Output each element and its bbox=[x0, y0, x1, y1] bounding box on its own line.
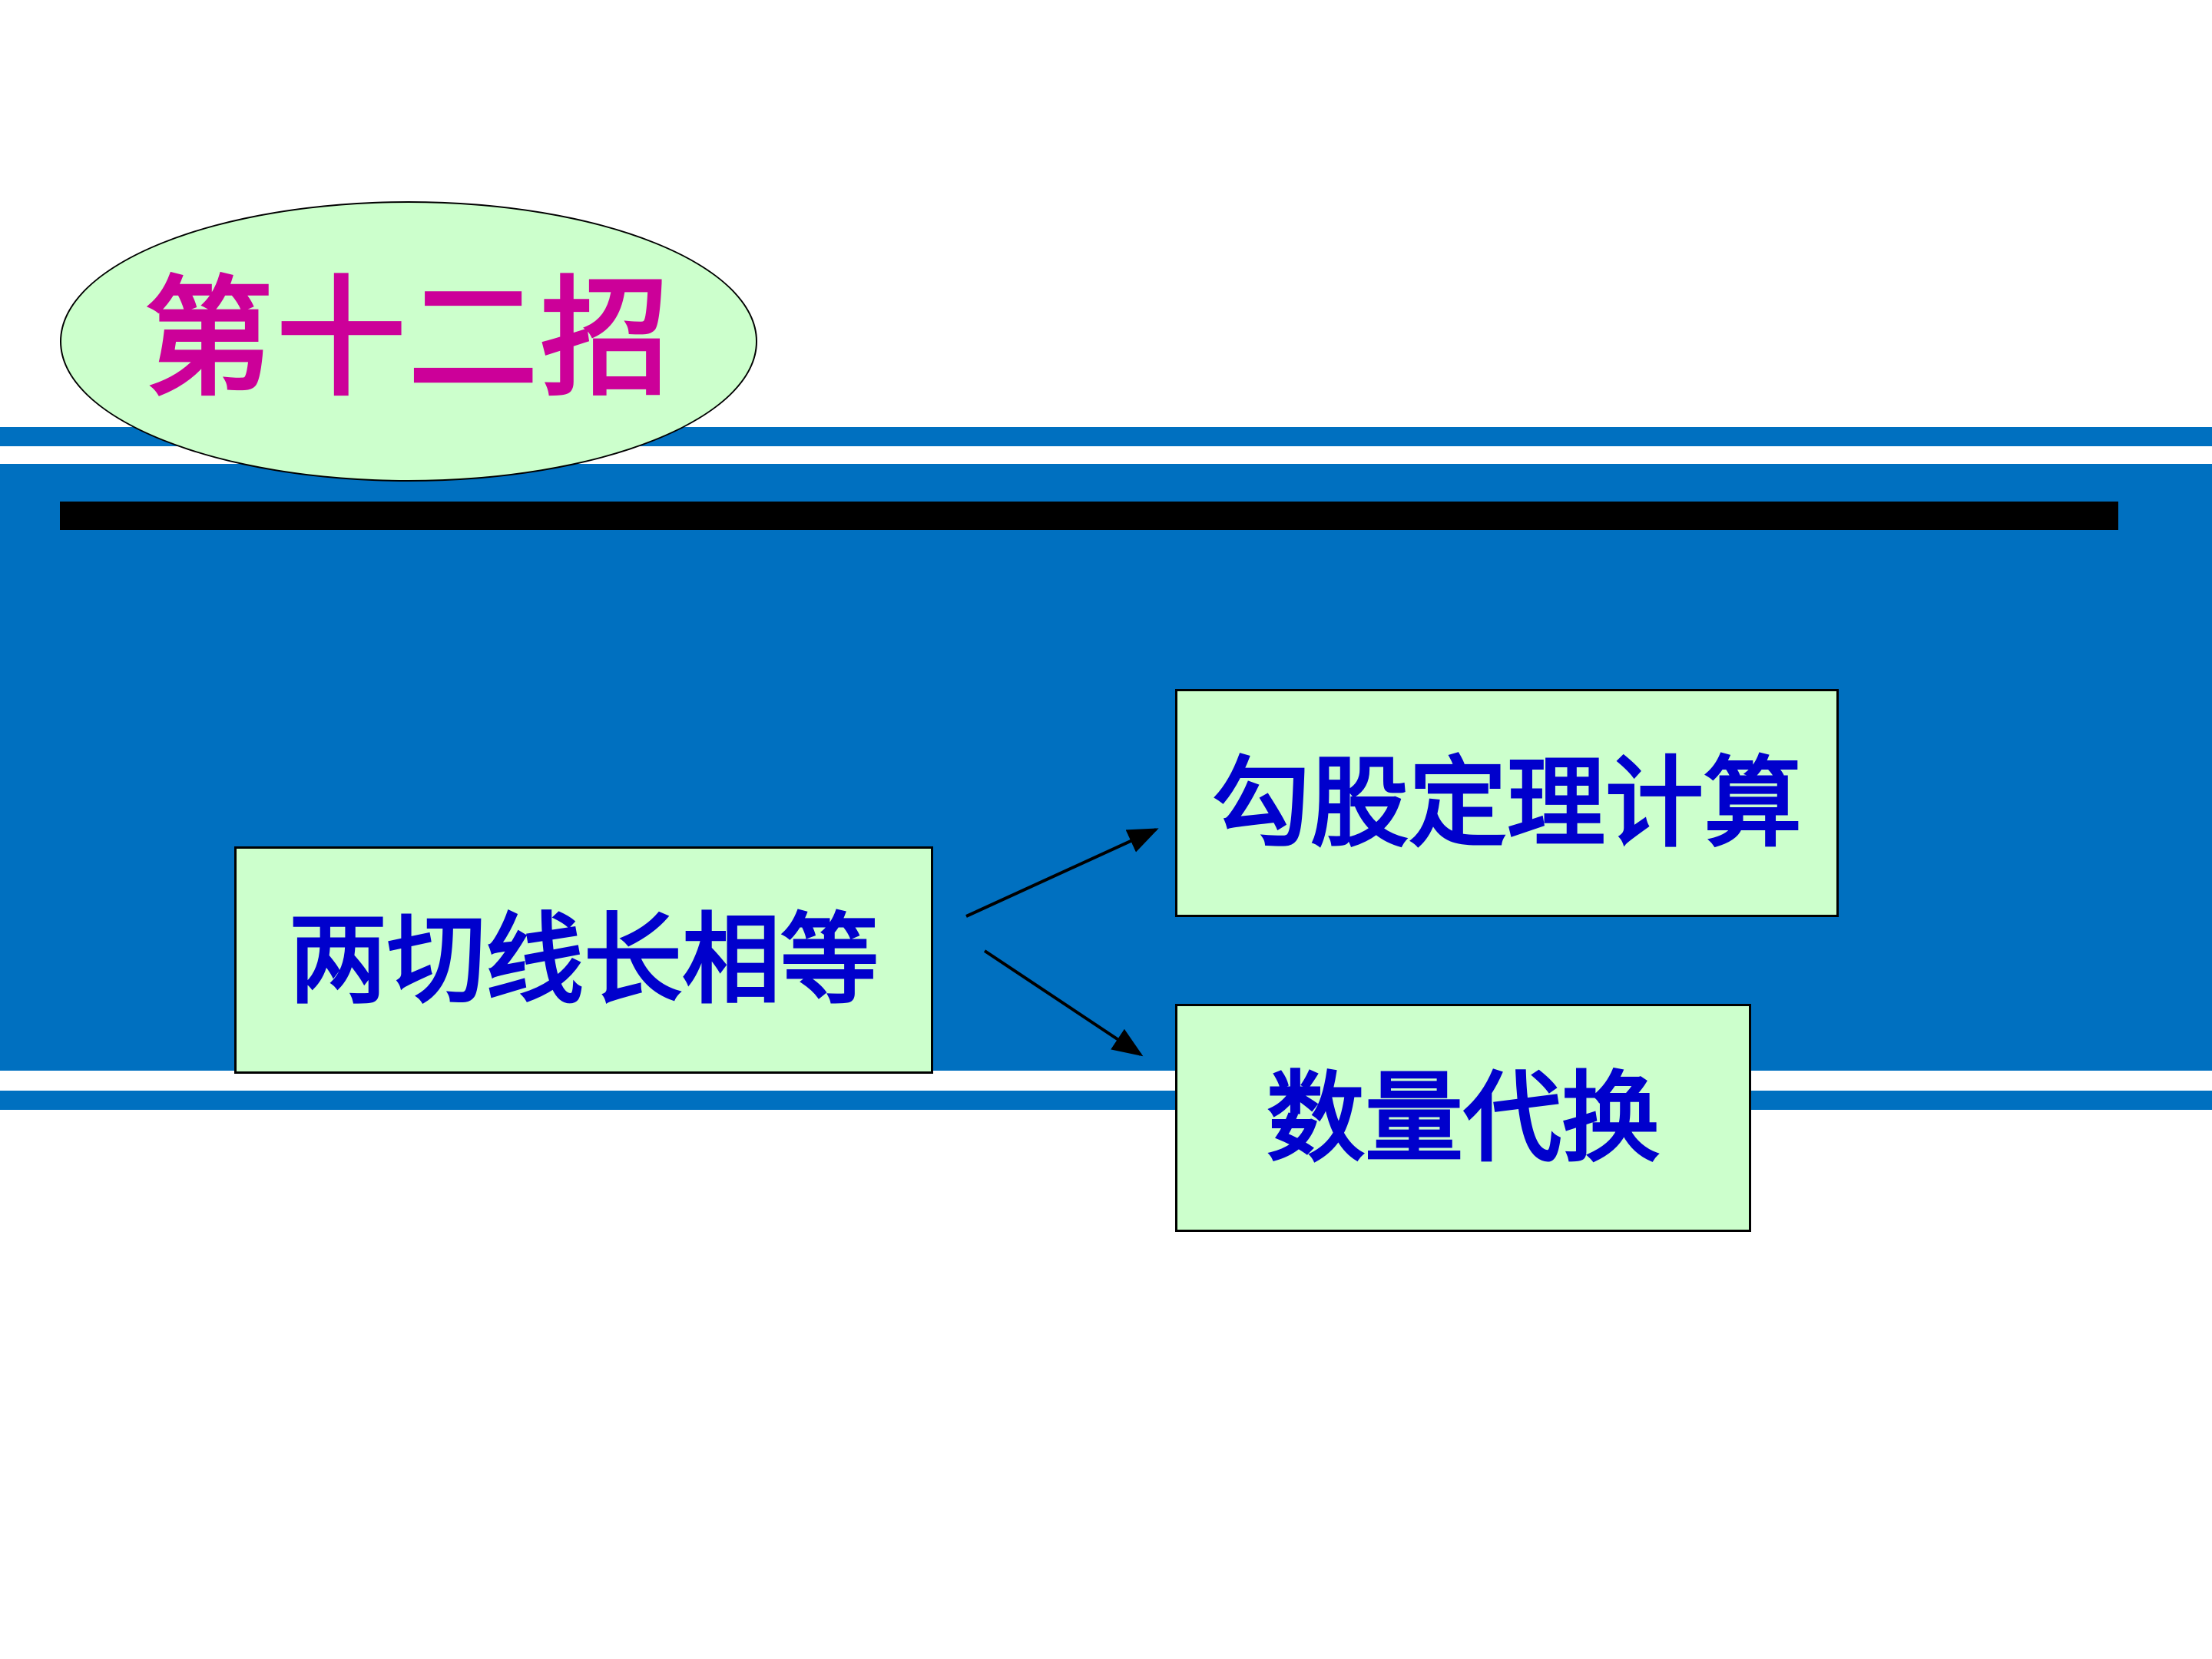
black-divider-bar bbox=[60, 502, 2118, 530]
source-box: 两切线长相等 bbox=[234, 846, 933, 1074]
target-box-pythagorean-label: 勾股定理计算 bbox=[1211, 745, 1802, 861]
target-box-pythagorean: 勾股定理计算 bbox=[1175, 689, 1839, 917]
target-box-substitution-label: 数量代换 bbox=[1266, 1060, 1660, 1176]
footer-stripe bbox=[0, 1091, 2212, 1110]
target-box-substitution: 数量代换 bbox=[1175, 1004, 1751, 1232]
source-box-label: 两切线长相等 bbox=[288, 902, 879, 1018]
slide-title: 第十二招 bbox=[144, 261, 673, 414]
title-ellipse: 第十二招 bbox=[60, 201, 757, 482]
